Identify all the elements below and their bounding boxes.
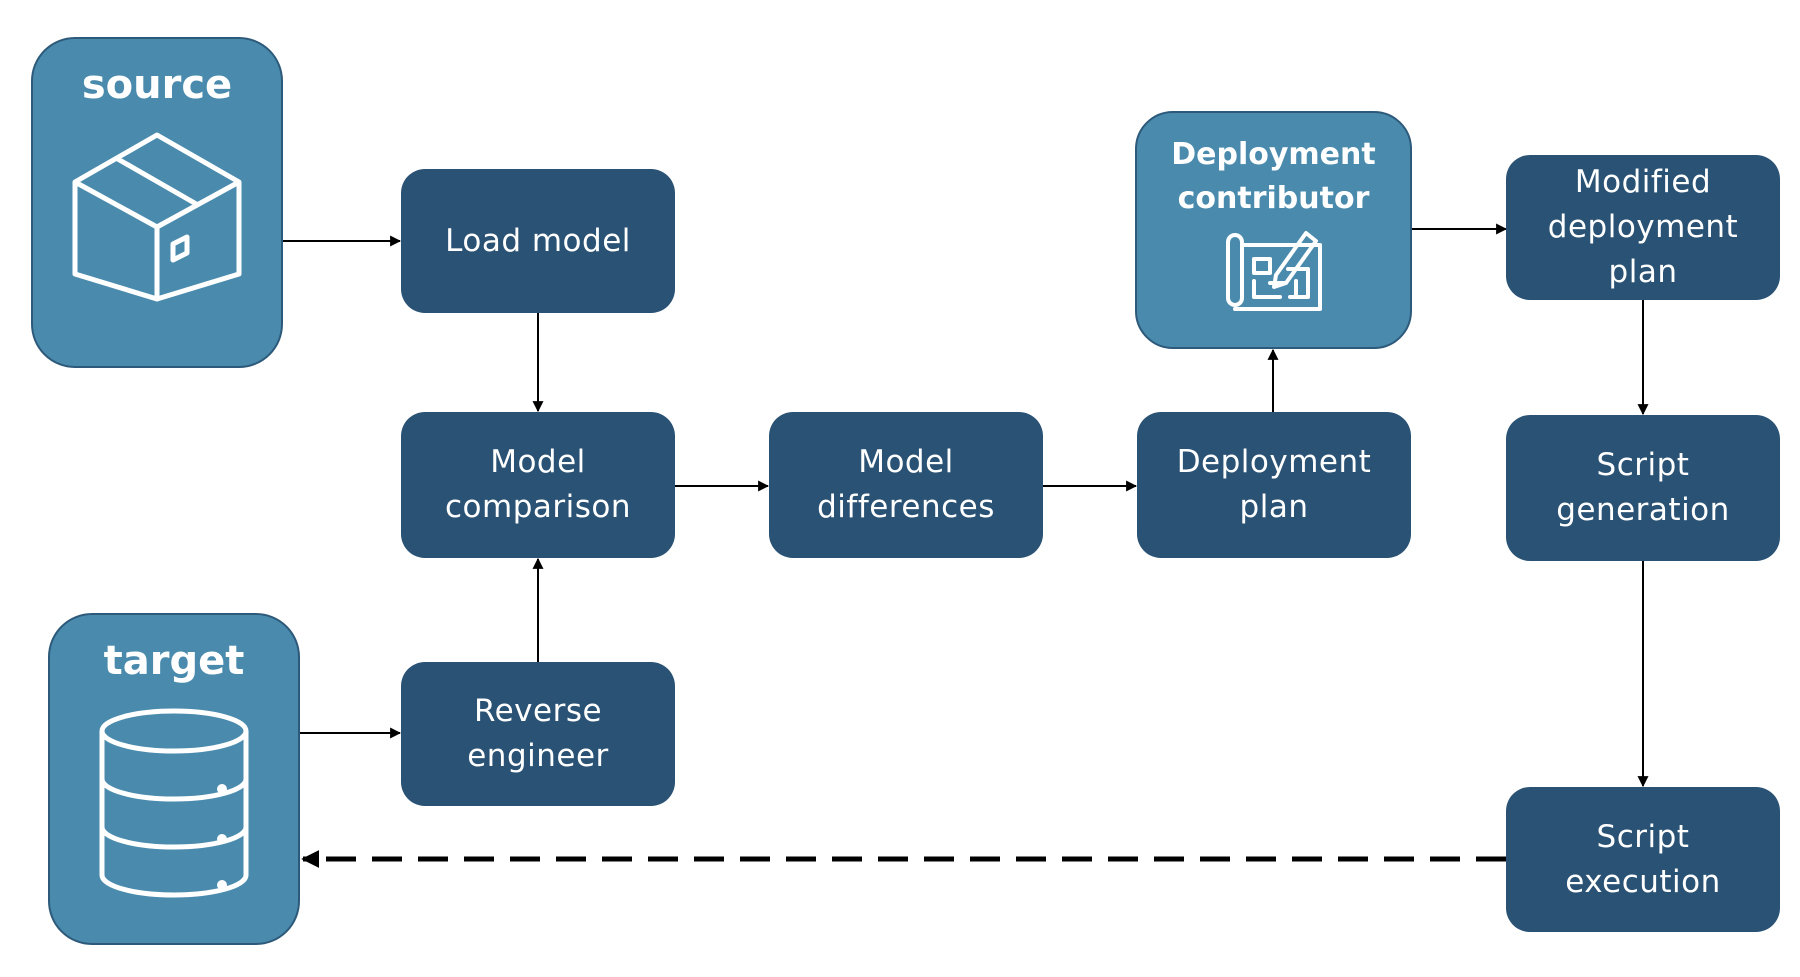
database-icon (99, 708, 249, 898)
target-node: target (48, 613, 300, 945)
script-execution-label: Script execution (1565, 818, 1721, 900)
script-generation-node: Script generation (1506, 415, 1780, 561)
load-model-label: Load model (445, 222, 631, 259)
deployment-plan-label: Deployment plan (1176, 444, 1372, 525)
script-generation-label: Script generation (1556, 447, 1730, 528)
blueprint-edit-icon (1225, 231, 1322, 311)
script-execution-node: Script execution (1506, 787, 1780, 932)
model-differences-node: Model differences (769, 412, 1043, 558)
model-comparison-label: Model comparison (444, 444, 631, 525)
source-node: source (31, 37, 283, 368)
load-model-node: Load model (401, 169, 675, 313)
package-box-icon (72, 132, 242, 302)
source-label: source (81, 62, 233, 108)
model-comparison-node: Model comparison (401, 412, 675, 558)
deployment-contributor-node: Deployment contributor (1135, 111, 1412, 349)
model-differences-label: Model differences (817, 444, 995, 525)
target-label: target (103, 638, 245, 684)
deployment-plan-node: Deployment plan (1137, 412, 1411, 558)
deployment-contributor-label: Deployment contributor (1171, 137, 1376, 216)
modified-deployment-plan-label: Modified deployment plan (1547, 164, 1739, 290)
reverse-engineer-label: Reverse engineer (467, 693, 609, 774)
modified-deployment-plan-node: Modified deployment plan (1506, 155, 1780, 300)
reverse-engineer-node: Reverse engineer (401, 662, 675, 806)
